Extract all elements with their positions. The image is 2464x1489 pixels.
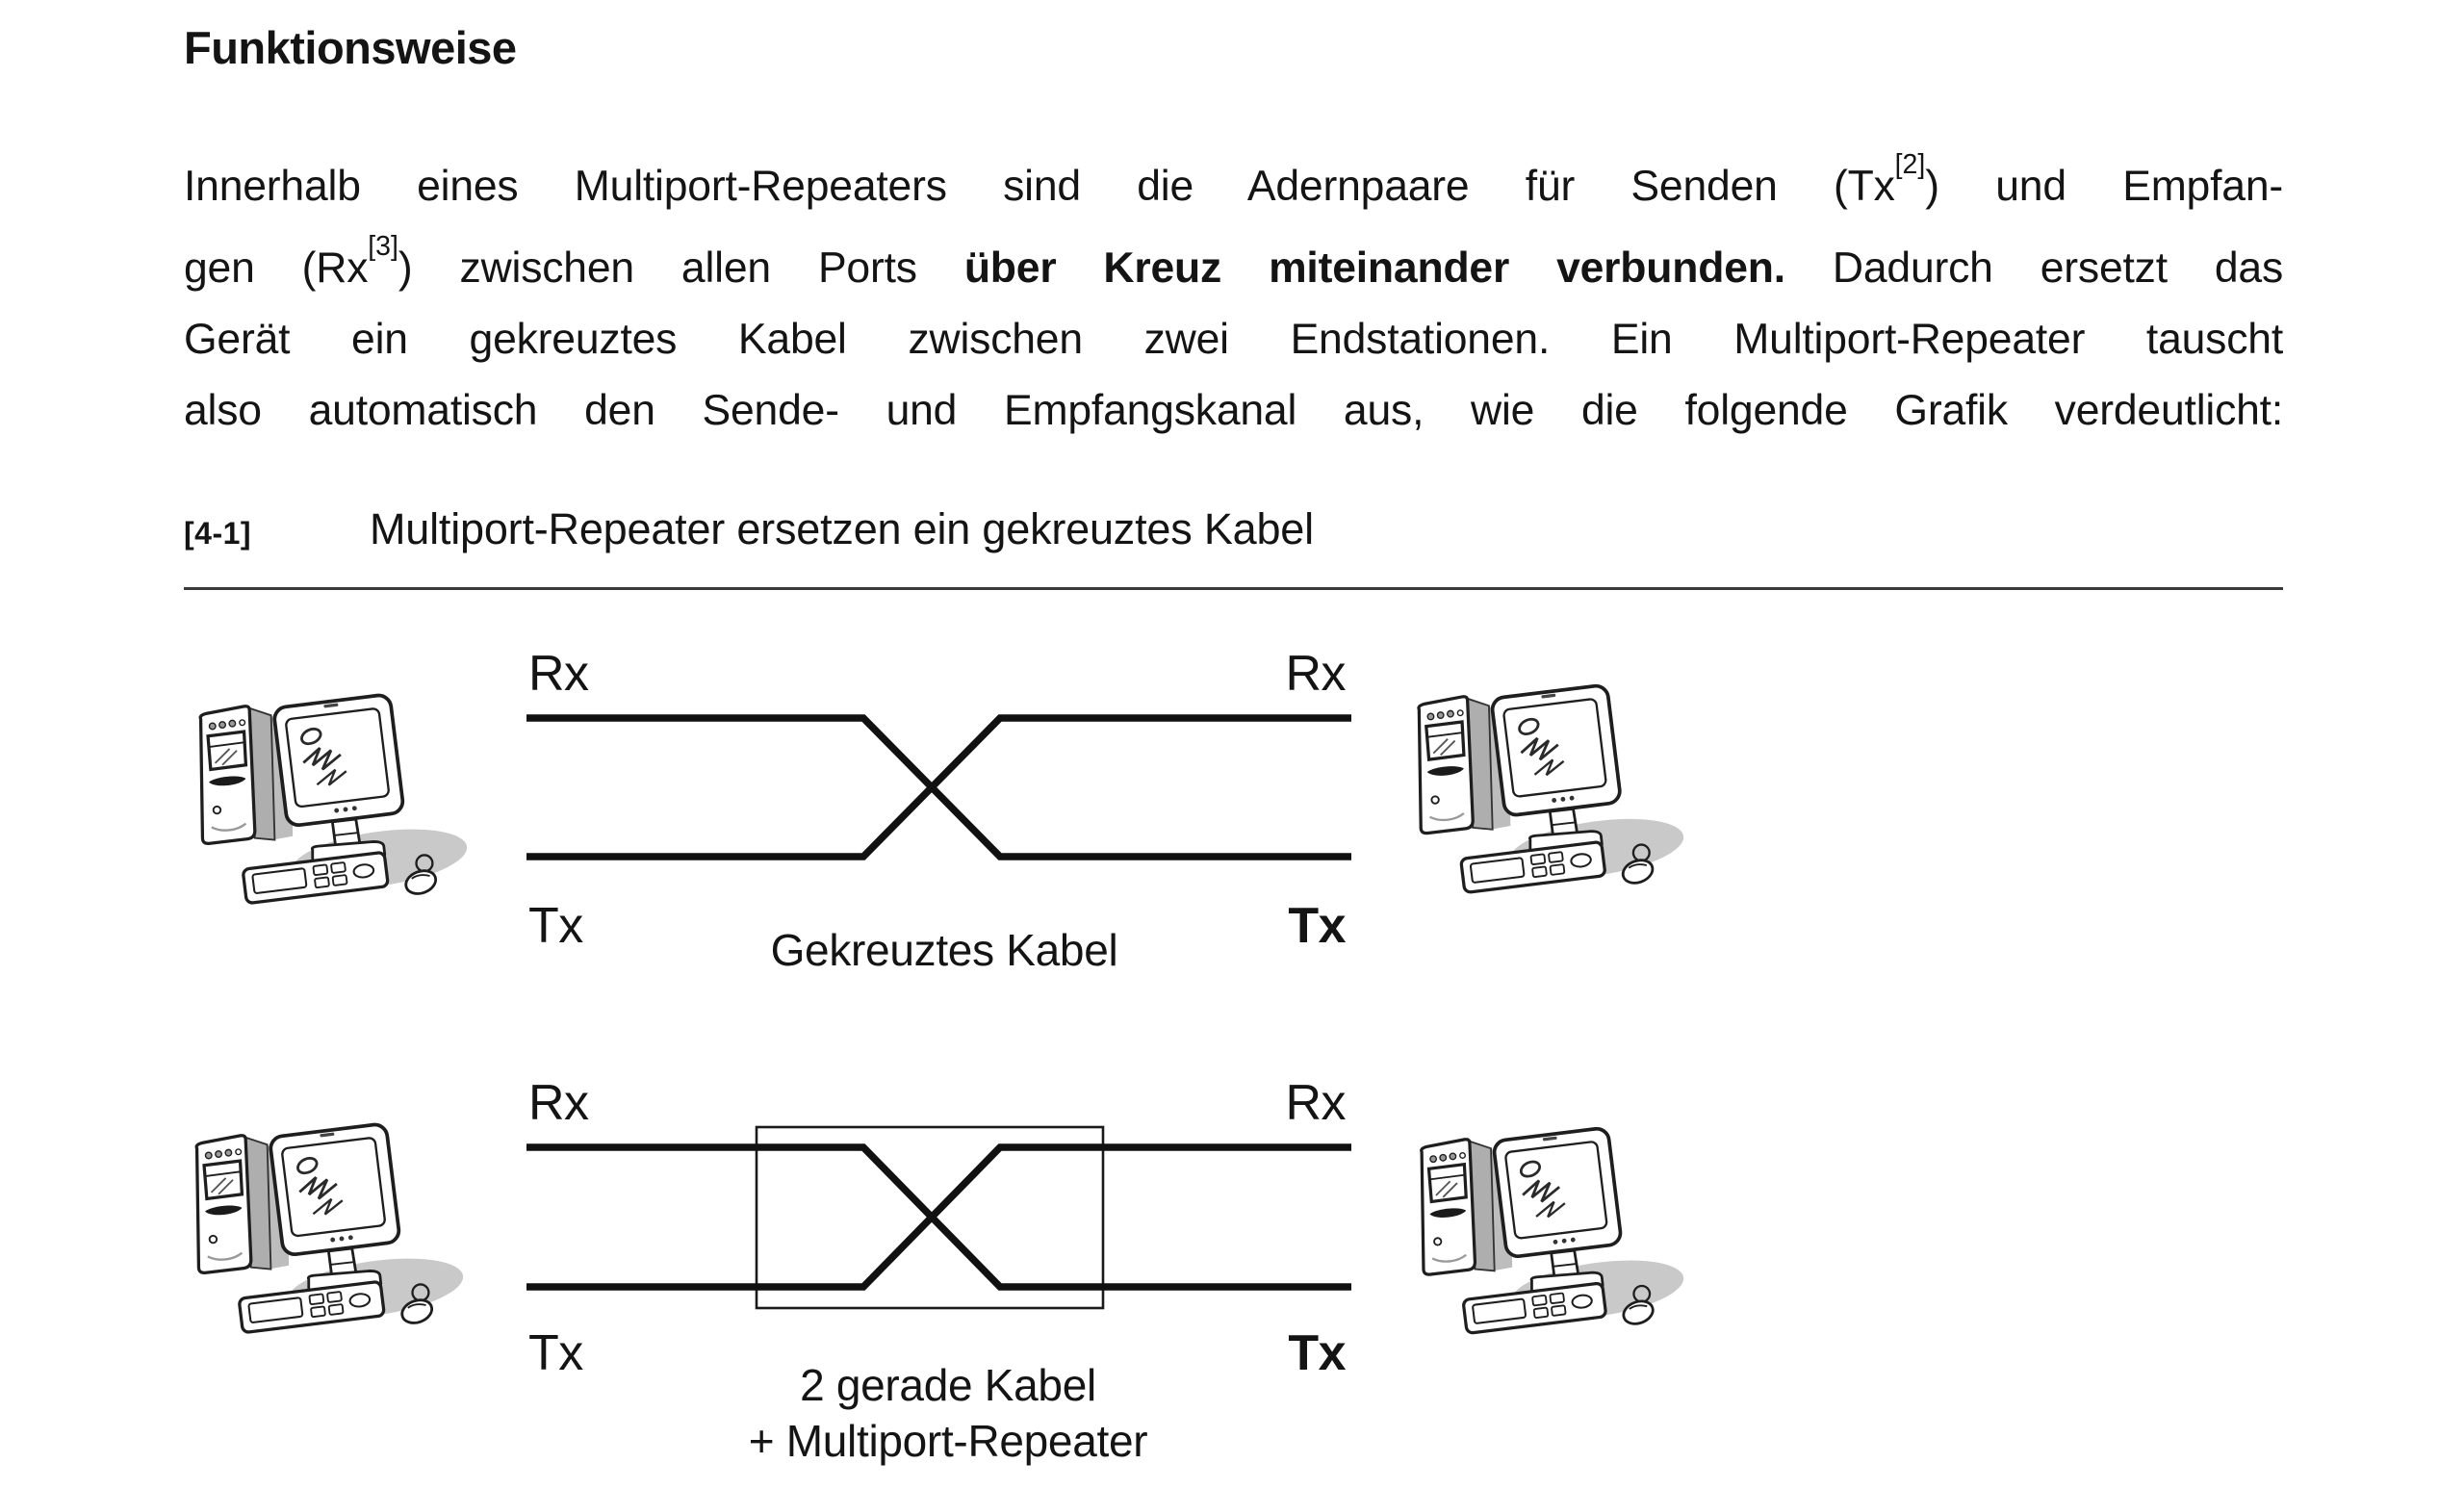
paragraph-line-3: Gerät ein gekreuztes Kabel zwischen zwei… [184, 315, 2283, 363]
paragraph-line-1: Innerhalb eines Multiport-Repeaters sind… [184, 149, 2283, 210]
rx-label-left: Rx [528, 1075, 589, 1131]
repeater-caption-line-2: + Multiport-Repeater [748, 1416, 1148, 1466]
figure-caption: [4-1] Multiport-Repeater ersetzen ein ge… [184, 504, 2283, 554]
computer-icon [179, 676, 468, 919]
tx-label-right: Tx [1288, 1325, 1346, 1381]
computer-icon [1398, 666, 1684, 909]
figure-number: [4-1] [184, 516, 252, 551]
tx-label-left: Tx [528, 1325, 583, 1381]
repeater-cable-line-bottom-to-top [526, 1143, 1351, 1291]
figure-title: Multiport-Repeater ersetzen ein gekreuzt… [370, 504, 1314, 553]
crossed-cable-line-top-to-bottom [526, 714, 1351, 860]
paragraph-line-4: also automatisch den Sende- und Empfangs… [184, 386, 2283, 434]
computer-icon [1400, 1109, 1684, 1349]
tx-label-right: Tx [1288, 898, 1346, 954]
rx-label-right: Rx [1285, 1075, 1346, 1131]
computer-icon [175, 1105, 464, 1348]
body-paragraph: Innerhalb eines Multiport-Repeaters sind… [184, 141, 2283, 447]
multiport-repeater-box [755, 1125, 1105, 1310]
rx-label-right: Rx [1285, 646, 1346, 702]
crossed-cable-caption: Gekreuztes Kabel [770, 925, 1118, 975]
tx-label-left: Tx [528, 898, 583, 954]
figure-divider-rule [184, 587, 2283, 590]
paragraph-line-2: gen (Rx[3]) zwischen allen Ports über Kr… [184, 230, 2284, 292]
crossed-cable-line-bottom-to-top [526, 714, 1351, 860]
repeater-caption-line-1: 2 gerade Kabel [800, 1360, 1096, 1410]
page-title: Funktionsweise [184, 22, 517, 73]
rx-label-left: Rx [528, 646, 589, 702]
repeater-cable-line-top-to-bottom [526, 1143, 1351, 1291]
